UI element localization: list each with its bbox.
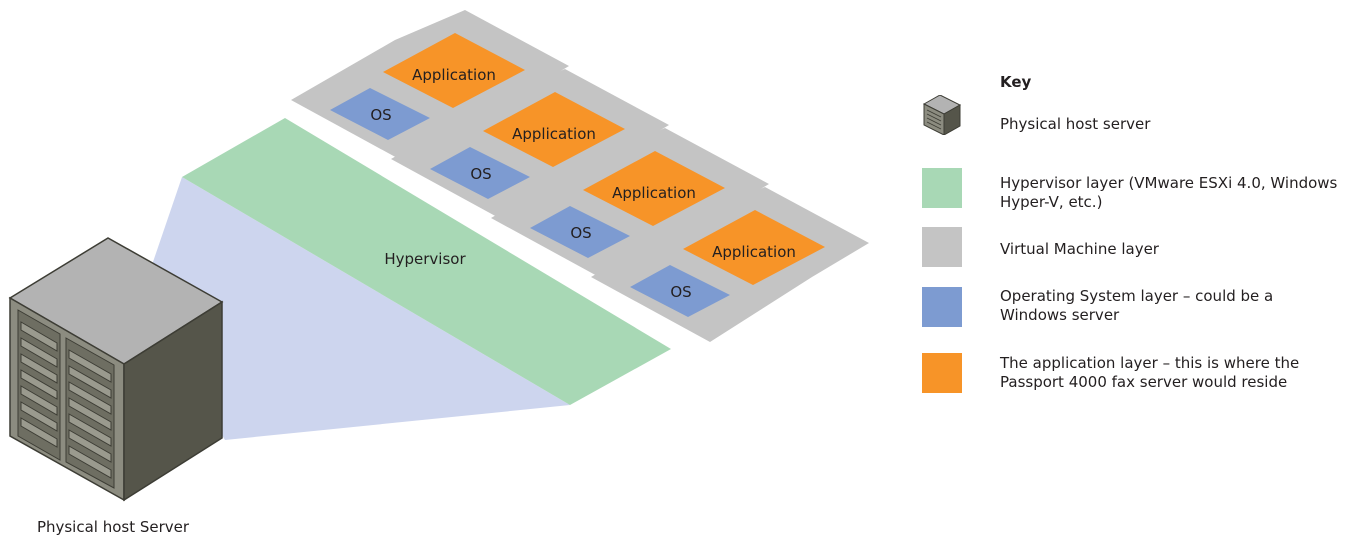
legend-item-virtual-machine: Virtual Machine layer bbox=[920, 227, 1340, 267]
legend-item-hypervisor: Hypervisor layer (VMware ESXi 4.0, Windo… bbox=[920, 168, 1340, 211]
legend-text: Virtual Machine layer bbox=[1000, 240, 1330, 259]
legend-line: Passport 4000 fax server would reside bbox=[1000, 373, 1288, 391]
vm-stack-3: OS Application bbox=[491, 128, 769, 283]
vm-stack-2: OS Application bbox=[391, 69, 669, 224]
legend-text: The application layer – this is where th… bbox=[1000, 354, 1330, 392]
os-layer bbox=[330, 88, 430, 140]
application-label: Application bbox=[512, 125, 596, 143]
os-label: OS bbox=[470, 165, 491, 183]
legend-title: Key bbox=[1000, 73, 1032, 91]
legend-line: Windows server bbox=[1000, 306, 1120, 324]
application-layer bbox=[583, 151, 725, 226]
os-layer bbox=[630, 265, 730, 317]
legend-line: Virtual Machine layer bbox=[1000, 240, 1159, 258]
projection-wedge bbox=[140, 177, 570, 440]
legend-line: Physical host server bbox=[1000, 115, 1151, 133]
application-swatch bbox=[922, 353, 962, 393]
application-layer bbox=[683, 210, 825, 285]
os-label: OS bbox=[370, 106, 391, 124]
application-layer bbox=[383, 33, 525, 108]
os-label: OS bbox=[570, 224, 591, 242]
vm-swatch bbox=[922, 227, 962, 267]
hypervisor-label: Hypervisor bbox=[384, 250, 466, 268]
vm-stack-4: OS Application bbox=[591, 187, 869, 342]
server-icon bbox=[922, 95, 962, 135]
legend-line: Hypervisor layer (VMware ESXi 4.0, Windo… bbox=[1000, 174, 1338, 192]
application-label: Application bbox=[712, 243, 796, 261]
server-caption: Physical host Server bbox=[37, 518, 190, 536]
legend-line: Operating System layer – could be a bbox=[1000, 287, 1274, 305]
physical-server-icon bbox=[8, 237, 224, 502]
vm-stack-1: OS Application bbox=[291, 10, 569, 165]
hypervisor-swatch bbox=[922, 168, 962, 208]
legend-text: Physical host server bbox=[1000, 115, 1330, 134]
os-layer bbox=[530, 206, 630, 258]
os-layer bbox=[430, 147, 530, 199]
os-label: OS bbox=[670, 283, 691, 301]
legend-item-operating-system: Operating System layer – could be a Wind… bbox=[920, 287, 1340, 327]
os-swatch bbox=[922, 287, 962, 327]
legend-line: Hyper-V, etc.) bbox=[1000, 193, 1103, 211]
legend-text: Operating System layer – could be a Wind… bbox=[1000, 287, 1330, 325]
legend-text: Hypervisor layer (VMware ESXi 4.0, Windo… bbox=[1000, 174, 1338, 212]
application-label: Application bbox=[612, 184, 696, 202]
legend-item-physical-server: Physical host server bbox=[920, 95, 1340, 135]
hypervisor-layer bbox=[182, 118, 671, 405]
legend-item-application: The application layer – this is where th… bbox=[920, 353, 1340, 393]
legend-line: The application layer – this is where th… bbox=[1000, 354, 1300, 372]
application-layer bbox=[483, 92, 625, 167]
application-label: Application bbox=[412, 66, 496, 84]
